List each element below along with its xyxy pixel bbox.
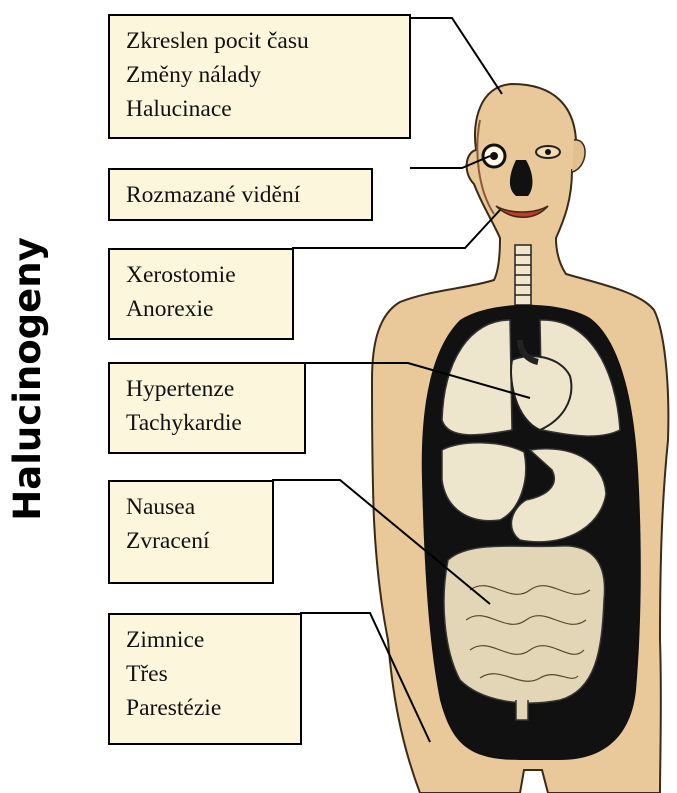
intestines [444,546,605,703]
label-line: Třes [126,657,286,691]
label-line: Hypertenze [126,372,290,406]
label-line: Rozmazané vidění [126,178,357,212]
label-line: Zvracení [126,524,258,558]
label-line: Parestézie [126,691,286,725]
label-line: Anorexie [126,292,278,326]
label-line: Zimnice [126,623,286,657]
pupil-left [490,152,498,160]
label-box-stomach: Nausea Zvracení [108,480,274,584]
label-line: Nausea [126,490,258,524]
label-line: Xerostomie [126,258,278,292]
label-box-mouth: Xerostomie Anorexie [108,248,294,340]
diagram-title: Halucinogeny [2,179,54,579]
label-line: Tachykardie [126,406,290,440]
label-box-eyes: Rozmazané vidění [108,168,373,221]
leader-psyche [410,18,502,94]
label-box-heart: Hypertenze Tachykardie [108,362,306,454]
label-line: Halucinace [126,92,395,126]
pupil-right [545,149,551,155]
label-line: Změny nálady [126,58,395,92]
ear-right [572,140,585,172]
label-box-body: Zimnice Třes Parestézie [108,613,302,745]
label-box-psyche: Zkreslen pocit času Změny nálady Halucin… [108,14,411,139]
rectum [516,700,528,720]
label-line: Zkreslen pocit času [126,24,395,58]
